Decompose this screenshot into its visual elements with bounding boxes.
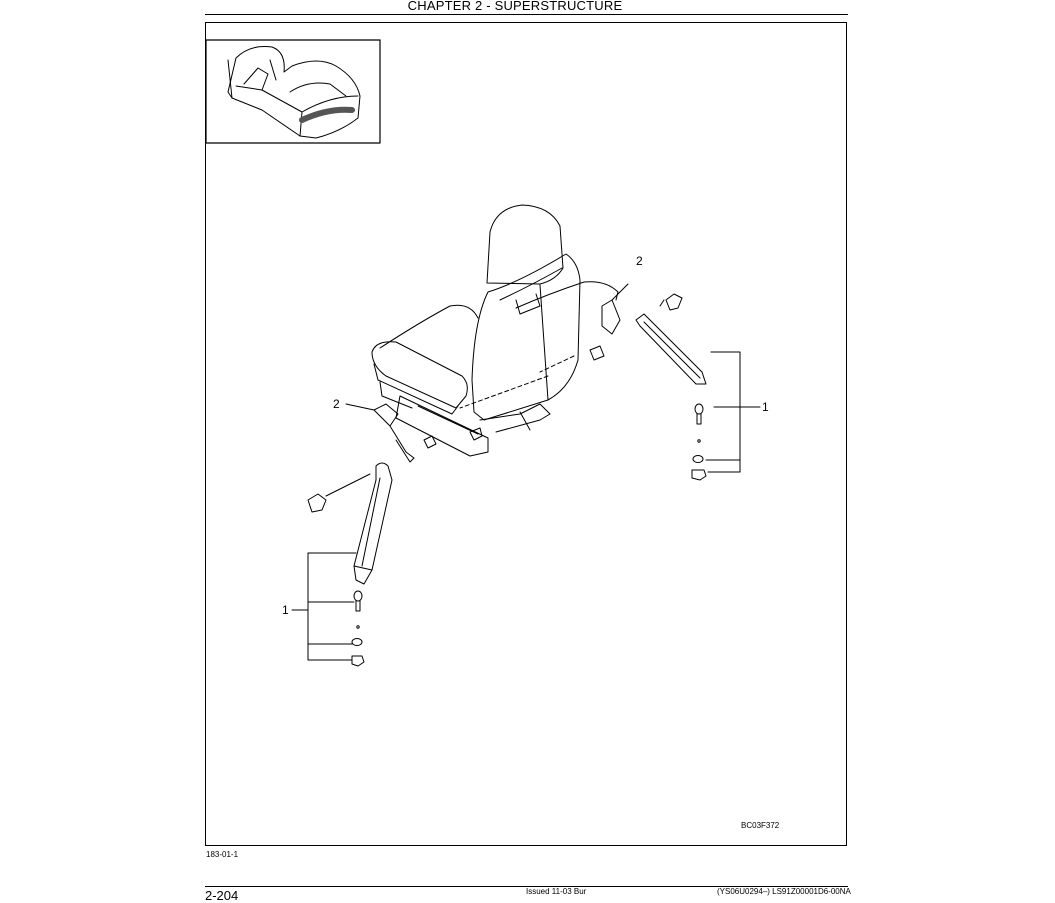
operator-seat [371, 204, 629, 457]
serial-range: (YS06U0294–) LS91Z00001D6-00NA [717, 887, 851, 896]
hardware-left [291, 552, 365, 667]
locator-inset [205, 39, 381, 144]
issued-date: Issued 11-03 Bur [526, 887, 587, 896]
page-number: 2-204 [205, 888, 239, 903]
footer-rule [205, 886, 848, 887]
chapter-title: CHAPTER 2 - SUPERSTRUCTURE [407, 0, 623, 13]
belt-right [635, 293, 707, 385]
callout-1-right: 1 [762, 400, 769, 414]
buckle-left [345, 403, 415, 463]
callout-2-upper: 2 [636, 254, 643, 268]
figure-id: BC03F372 [741, 821, 780, 830]
figure-frame [205, 22, 847, 846]
belt-left [307, 462, 393, 585]
callout-2-left: 2 [333, 397, 340, 411]
header-rule [205, 14, 848, 15]
hardware-right [691, 351, 761, 481]
callout-1-left: 1 [282, 603, 289, 617]
reference-number: 183-01-1 [206, 850, 239, 859]
